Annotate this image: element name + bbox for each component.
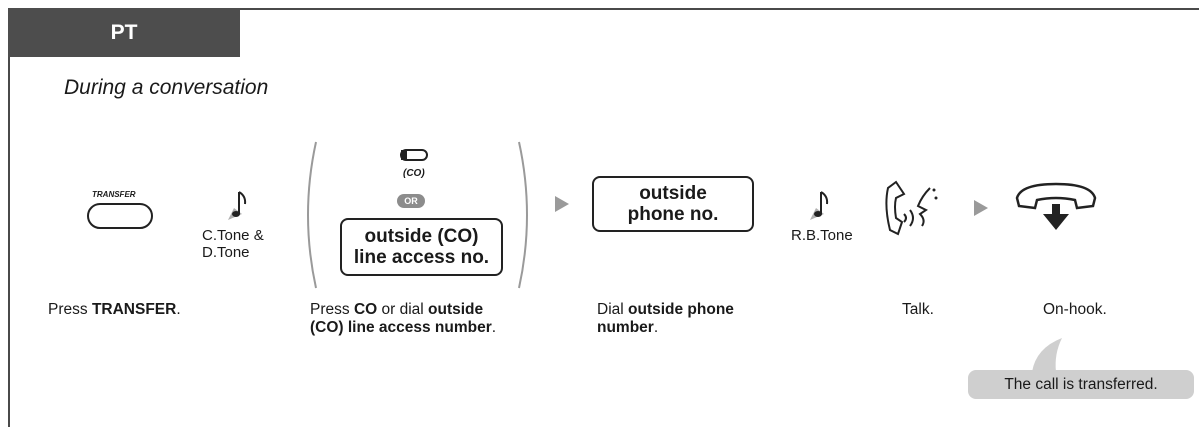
rb-tone-label: R.B.Tone [791, 227, 853, 244]
tone-label-2: D.Tone [202, 244, 250, 261]
step-co-desc: Press CO or dial outside(CO) line access… [310, 301, 497, 336]
callout-tail-icon [1032, 338, 1062, 372]
or-badge: OR [397, 194, 425, 208]
tone-note-icon [228, 191, 247, 220]
tone-label-1: C.Tone & [202, 227, 264, 244]
co-access-line2: line access no. [353, 247, 490, 268]
subtitle: During a conversation [64, 76, 269, 99]
rb-tone-note-icon [810, 191, 829, 220]
talk-handset-icon [885, 180, 938, 236]
co-access-line1: outside (CO) [364, 226, 479, 247]
arrow-2-icon [974, 200, 988, 216]
step-transfer-desc: Press TRANSFER. [48, 301, 181, 318]
pt-tab: PT [8, 8, 240, 57]
co-access-box: outside (CO) line access no. [340, 218, 503, 276]
phone-number-line1: outside [639, 183, 707, 204]
left-paren-icon [307, 141, 317, 289]
right-paren-icon [518, 141, 528, 289]
transfer-button-icon [87, 203, 153, 229]
transfer-button-label: TRANSFER [92, 190, 136, 199]
callout: The call is transferred. [968, 370, 1194, 399]
phone-number-box: outside phone no. [592, 176, 754, 232]
step-talk-desc: Talk. [902, 301, 934, 318]
co-label: (CO) [403, 168, 425, 179]
arrow-1-icon [555, 196, 569, 212]
phone-number-line2: phone no. [627, 204, 719, 225]
step-onhook-desc: On-hook. [1043, 301, 1107, 318]
onhook-handset-icon [1015, 182, 1097, 230]
diagram-frame [8, 8, 1199, 427]
co-button-icon [400, 149, 428, 161]
